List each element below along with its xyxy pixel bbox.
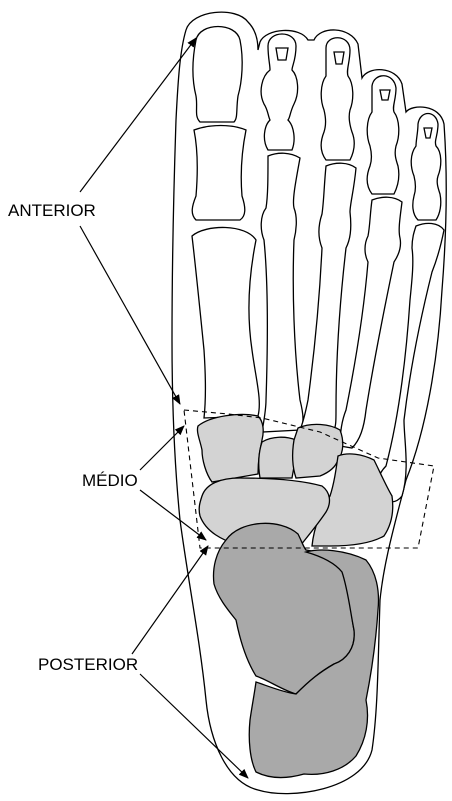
medio-upper-arrow	[140, 426, 184, 470]
hallux-distal-phalanx	[193, 27, 242, 123]
anterior-label: ANTERIOR	[8, 201, 96, 220]
intermediate-cuneiform	[259, 437, 296, 478]
anterior-lower-arrow	[80, 226, 180, 404]
medio-label: MÉDIO	[82, 471, 138, 490]
third-metatarsal	[300, 163, 356, 430]
second-toe-phalanges	[261, 34, 298, 150]
anterior-upper-arrow	[80, 38, 196, 192]
first-metatarsal	[192, 227, 259, 418]
medio-lower-arrow	[140, 490, 206, 540]
third-toe-phalanges	[321, 38, 354, 160]
posterior-lower-arrow	[140, 674, 248, 778]
fourth-toe-phalanges	[367, 76, 399, 194]
fifth-toe-phalanges	[411, 114, 441, 221]
medial-cuneiform	[197, 414, 263, 482]
second-metatarsal	[261, 153, 303, 432]
posterior-label: POSTERIOR	[38, 655, 138, 674]
posterior-upper-arrow	[132, 546, 208, 654]
hallux-proximal-phalanx	[192, 126, 246, 221]
